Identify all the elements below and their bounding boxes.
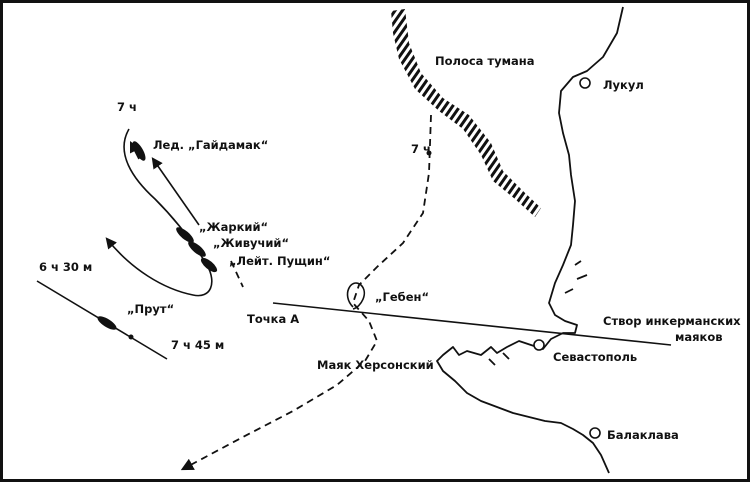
balaklava-marker [589,427,601,439]
ship-gaydamak [132,141,146,161]
label-zharkiy: „Жаркий“ [199,220,268,234]
label-sevastopol: Севастополь [553,350,637,364]
label-prut: „Прут“ [127,302,174,316]
goeben-7h-point [426,150,432,156]
gaydamak-course [151,157,200,226]
ship-zhivuchiy [188,241,206,257]
label-pushchin: „Лейт. Пущин“ [229,254,330,268]
map-canvas: Полоса тумана Лукул 7 ч 7 ч Лед. „Гайдам… [36,6,741,474]
ship-pushchin [200,257,218,273]
prut-point [128,334,134,340]
ship-zharkiy [176,227,194,243]
lukul-marker [579,77,591,89]
label-time-7h-center: 7 ч [411,142,431,156]
label-lukul: Лукул [603,78,644,92]
coastline [436,6,624,474]
fog-band [391,9,541,217]
label-zhivuchiy: „Живучий“ [213,236,289,250]
label-fog-band: Полоса тумана [435,54,534,68]
label-stvor-line2: маяков [675,330,723,344]
pushchin-track [230,260,244,288]
coastline-detail [488,260,588,366]
label-gaydamak: Лед. „Гайдамак“ [153,138,268,152]
label-point-a: Точка А [247,312,299,326]
label-stvor-line1: Створ инкерманских [603,314,741,328]
label-time-745: 7 ч 45 м [171,338,224,352]
goeben-loop [346,282,366,310]
label-khersonsky: Маяк Херсонский [317,358,434,372]
stvor-line [272,302,672,346]
label-goeben: „Гебен“ [375,290,429,304]
sevastopol-marker [533,339,545,351]
label-time-7h-left: 7 ч [117,100,137,114]
label-time-630: 6 ч 30 м [39,260,92,274]
squadron-loop-track [105,128,213,297]
goeben-track [180,114,432,471]
label-balaklava: Балаклава [607,428,679,442]
ship-prut [97,316,117,330]
